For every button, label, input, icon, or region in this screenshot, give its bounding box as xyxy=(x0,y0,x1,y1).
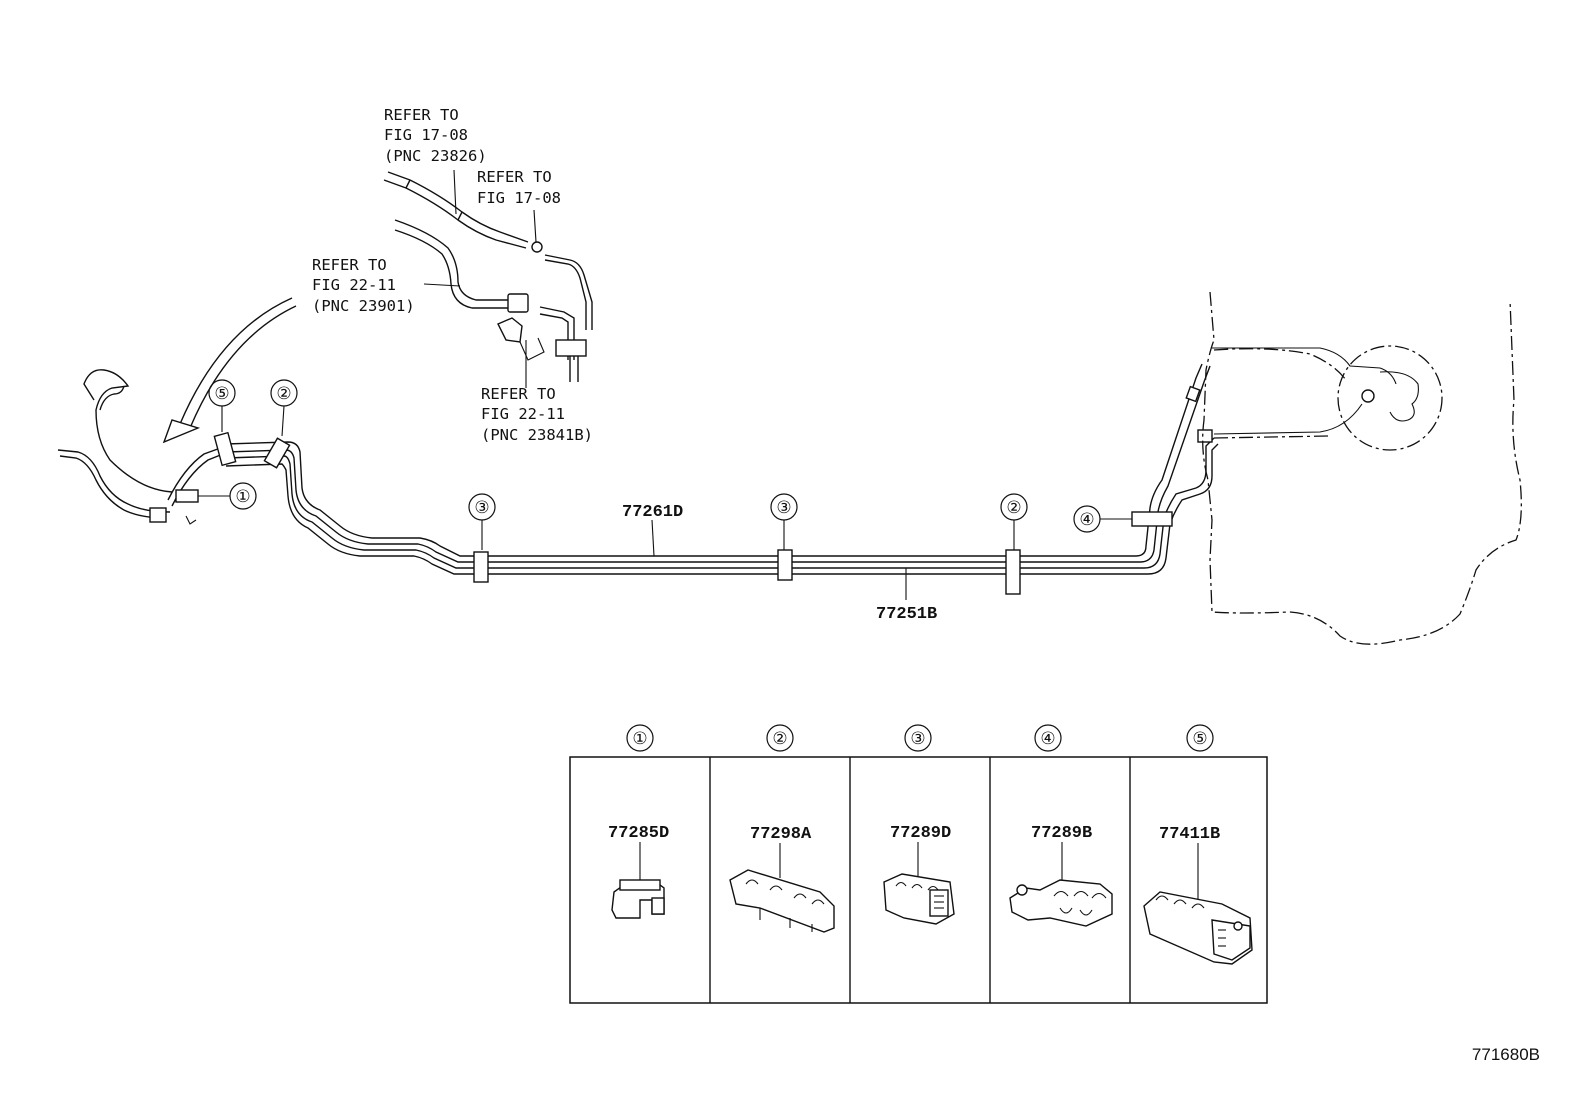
legend-part-3: 77289D xyxy=(890,824,951,843)
clip-77285D-icon xyxy=(611,879,665,919)
ref2-line2: FIG 17-08 xyxy=(477,189,561,207)
figure-id: 771680B xyxy=(1472,1045,1540,1064)
legend-marker-4: ④ xyxy=(1040,729,1055,749)
ref3-line3: (PNC 23901) xyxy=(312,297,415,315)
callout-5: ⑤ xyxy=(214,384,229,404)
ref4-line3: (PNC 23841B) xyxy=(481,426,593,444)
clamp-2b-icon xyxy=(1005,549,1021,595)
reference-labels: REFER TO FIG 17-08 (PNC 23826) REFER TO … xyxy=(312,106,593,444)
reference-hoses xyxy=(383,169,593,388)
ref1-line2: FIG 17-08 xyxy=(384,126,468,144)
main-fuel-tubes xyxy=(213,363,1219,595)
clamp-4-icon xyxy=(1131,511,1173,527)
clamp-3b-icon xyxy=(777,549,793,581)
clip-legend-table: ① 77285D ② 77298A ③ 77289D xyxy=(569,724,1268,1004)
clamp-1-icon xyxy=(175,489,199,503)
callout-3b: ③ xyxy=(776,498,791,518)
ref4-line1: REFER TO xyxy=(481,385,556,403)
ref3-line2: FIG 22-11 xyxy=(312,276,396,294)
clamp-3a-icon xyxy=(473,551,489,583)
ref1-line3: (PNC 23826) xyxy=(384,147,487,165)
legend-part-5: 77411B xyxy=(1159,825,1220,844)
legend-part-4: 77289B xyxy=(1031,824,1092,843)
callout-2b: ② xyxy=(1006,498,1021,518)
clamp-2a-icon xyxy=(263,437,291,469)
callouts: ① ⑤ ② ③ ③ ② ④ xyxy=(198,379,1132,550)
clip-77411B-icon xyxy=(1143,891,1253,965)
legend-part-2: 77298A xyxy=(750,825,812,844)
tube-part-labels: 77261D 77251B xyxy=(622,503,937,624)
ref1-line1: REFER TO xyxy=(384,106,459,124)
clamp-5-icon xyxy=(213,431,237,467)
clip-77289B-icon xyxy=(1009,879,1113,927)
part-77251B: 77251B xyxy=(876,605,937,624)
ref2-line1: REFER TO xyxy=(477,168,552,186)
callout-1: ① xyxy=(235,487,250,507)
legend-marker-5: ⑤ xyxy=(1192,729,1207,749)
ref3-line1: REFER TO xyxy=(312,256,387,274)
direction-arrow xyxy=(162,297,297,444)
legend-marker-1: ① xyxy=(632,729,647,749)
legend-marker-3: ③ xyxy=(910,729,925,749)
legend-marker-2: ② xyxy=(772,729,787,749)
clip-77289D-icon xyxy=(883,873,955,925)
small-clamp-icon xyxy=(531,241,543,253)
left-piping xyxy=(57,369,229,525)
part-77261D: 77261D xyxy=(622,503,683,522)
ref4-line2: FIG 22-11 xyxy=(481,405,565,423)
callout-4: ④ xyxy=(1079,510,1094,530)
clip-77298A-icon xyxy=(729,869,835,933)
callout-2a: ② xyxy=(276,384,291,404)
callout-3a: ③ xyxy=(474,498,489,518)
fuel-tank-outline xyxy=(1202,291,1522,645)
legend-part-1: 77285D xyxy=(608,824,669,843)
